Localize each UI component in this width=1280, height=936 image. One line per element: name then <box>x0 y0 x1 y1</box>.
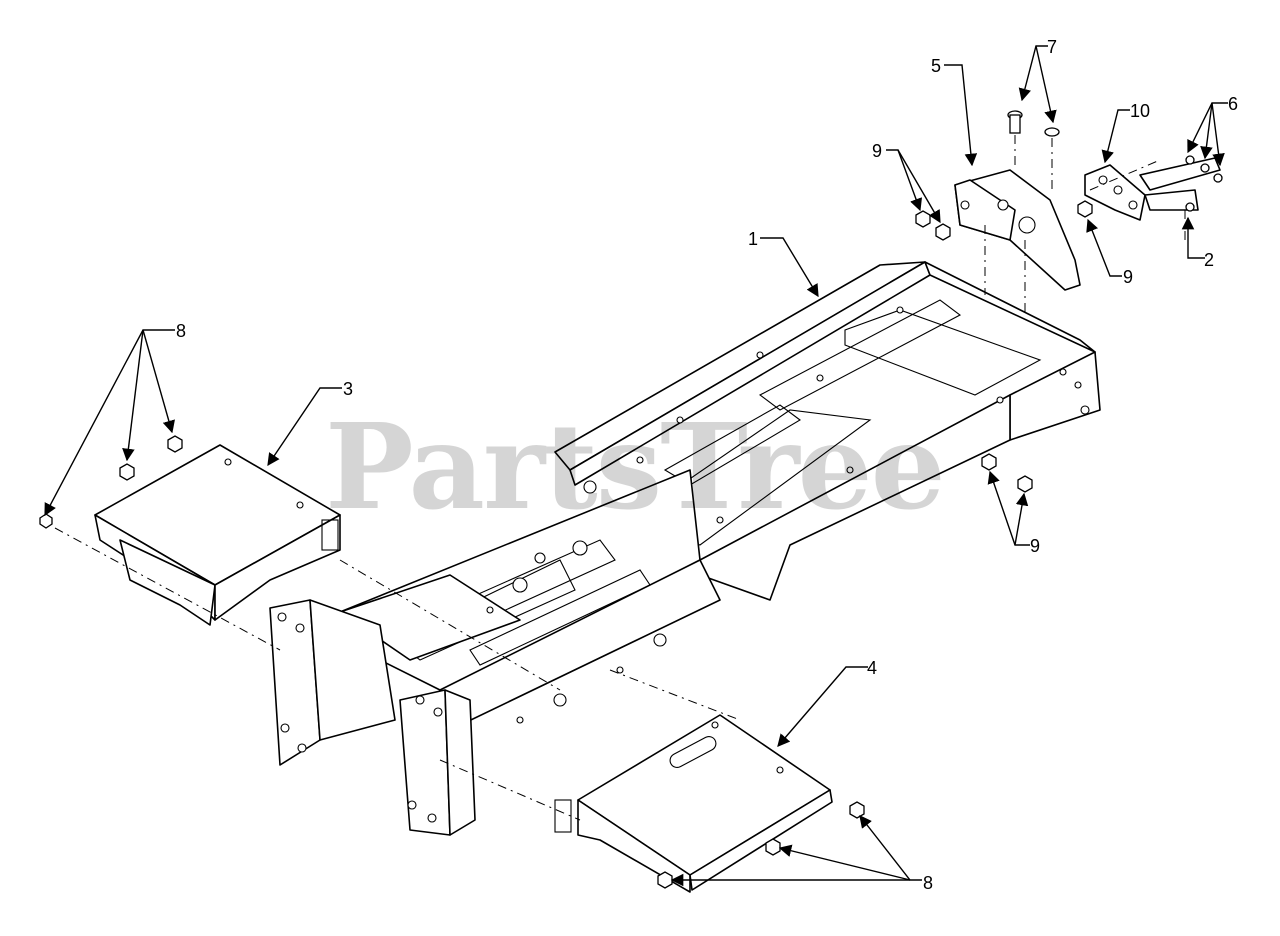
callout-numbers: 1 2 3 4 5 6 7 8 8 8 9 9 9 10 <box>176 37 1238 893</box>
callout-3: 3 <box>343 379 353 399</box>
callout-5: 5 <box>931 56 941 76</box>
watermark-text: PartsTree <box>325 397 944 536</box>
callout-10: 10 <box>1130 101 1150 121</box>
hardware <box>39 155 1223 889</box>
callout-9-top: 9 <box>872 141 882 161</box>
callout-9-right: 9 <box>1123 267 1133 287</box>
right-step-plate <box>554 714 833 893</box>
main-frame <box>269 261 1101 836</box>
callout-8-left: 8 <box>176 321 186 341</box>
leader-lines <box>44 45 1228 887</box>
pins <box>1007 110 1060 137</box>
pivot-bracket <box>1084 157 1221 221</box>
callout-7: 7 <box>1047 37 1057 57</box>
left-step-plate <box>94 444 341 626</box>
callout-1: 1 <box>748 229 758 249</box>
callout-2: 2 <box>1204 250 1214 270</box>
callout-6: 6 <box>1228 94 1238 114</box>
callout-4: 4 <box>867 658 877 678</box>
center-lines <box>54 135 1186 821</box>
steering-bracket <box>954 169 1081 291</box>
frame-holes <box>277 306 1090 823</box>
callout-9-lower: 9 <box>1030 536 1040 556</box>
callout-8-right: 8 <box>923 873 933 893</box>
